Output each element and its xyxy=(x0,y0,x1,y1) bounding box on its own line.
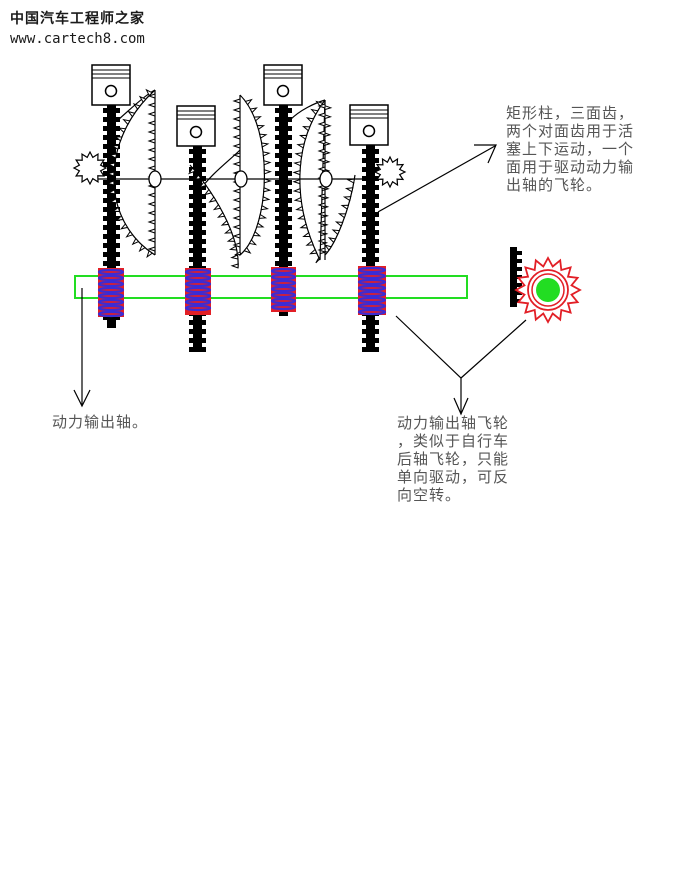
crank-link xyxy=(85,170,395,188)
piston-3 xyxy=(263,64,303,106)
spur-gear-right xyxy=(373,155,407,189)
piston-1 xyxy=(91,64,131,106)
rack-2 xyxy=(176,105,216,352)
freewheel-blocks xyxy=(98,266,386,317)
rack-4 xyxy=(349,104,389,352)
annotation-flywheel: 动力输出轴飞轮 ，类似于自行车 后轴飞轮，只能 单向驱动，可反 向空转。 xyxy=(397,414,510,504)
flywheel xyxy=(514,256,582,324)
annotation-rack: 矩形柱，三面齿， 两个对面齿用于活 塞上下运动，一个 面用于驱动动力输 出轴的飞… xyxy=(506,104,635,194)
leader-lines xyxy=(73,144,527,416)
rack-3 xyxy=(263,64,303,316)
flywheel-center xyxy=(536,278,560,302)
pivot-1 xyxy=(148,170,162,188)
sector-gear-7 xyxy=(324,174,356,256)
piston-2 xyxy=(176,105,216,147)
pivot-3 xyxy=(319,170,333,188)
freewheel-coils xyxy=(97,266,387,318)
annotation-output-shaft: 动力输出轴。 xyxy=(52,413,149,431)
pivot-2 xyxy=(234,170,248,188)
spur-gear-left xyxy=(72,150,108,186)
rack-1 xyxy=(91,64,131,328)
watermark-site-name: 中国汽车工程师之家 xyxy=(10,11,145,27)
piston-4 xyxy=(349,104,389,146)
watermark-url: www.cartech8.com xyxy=(10,31,145,47)
